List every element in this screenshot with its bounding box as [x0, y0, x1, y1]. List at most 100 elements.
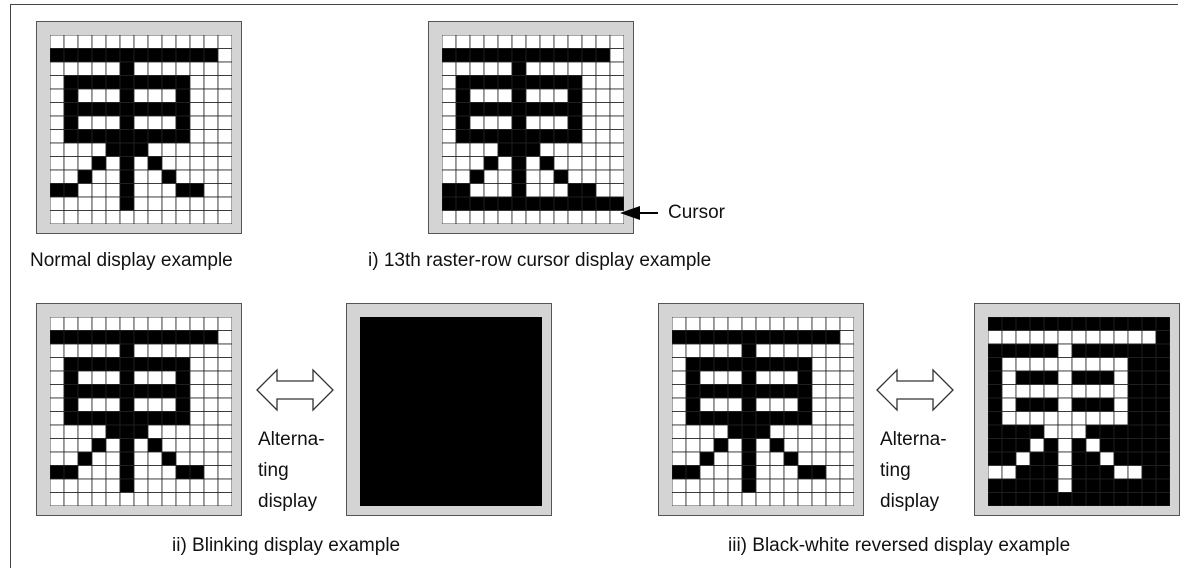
matrix-cell [741, 357, 757, 372]
matrix-cell [713, 397, 729, 412]
matrix-cell [189, 451, 205, 466]
matrix-cell [189, 156, 205, 171]
matrix-cell [553, 156, 569, 171]
matrix-cell [161, 438, 177, 453]
matrix-cell [483, 115, 499, 130]
matrix-cell [1043, 384, 1059, 399]
matrix-cell [609, 75, 624, 90]
matrix-cell [217, 102, 232, 117]
matrix-cell [63, 492, 79, 506]
matrix-cell [63, 424, 79, 439]
matrix-cell [699, 451, 715, 466]
matrix-cell [581, 183, 597, 198]
matrix-cell [1043, 370, 1059, 385]
matrix-cell [63, 102, 79, 117]
matrix-cell [217, 357, 232, 372]
matrix-cell [525, 169, 541, 184]
matrix-cell [175, 48, 191, 63]
matrix-cell [203, 478, 219, 493]
matrix-cell [727, 478, 743, 493]
matrix-cell [119, 75, 135, 90]
matrix-cell [91, 397, 107, 412]
matrix-cell [442, 210, 457, 224]
matrix-cell [699, 492, 715, 506]
matrix-cell [442, 88, 457, 103]
matrix-cell [1141, 465, 1157, 480]
matrix-cell [797, 465, 813, 480]
matrix-cell [769, 478, 785, 493]
matrix-cell [581, 115, 597, 130]
cursor-label: Cursor [668, 202, 726, 223]
matrix-cell [91, 156, 107, 171]
matrix-cell [189, 424, 205, 439]
matrix-cell [133, 115, 149, 130]
matrix-cell [727, 330, 743, 345]
matrix-cell [699, 343, 715, 358]
matrix-cell [727, 465, 743, 480]
matrix-cell [175, 330, 191, 345]
matrix-cell [769, 317, 785, 331]
matrix-cell [699, 330, 715, 345]
matrix-cell [1001, 384, 1017, 399]
matrix-cell [77, 102, 93, 117]
matrix-cell [175, 115, 191, 130]
matrix-cell [50, 48, 65, 63]
matrix-cell [497, 129, 513, 144]
matrix-cell [1155, 424, 1170, 439]
matrix-cell [1057, 357, 1073, 372]
matrix-cell [1141, 357, 1157, 372]
matrix-cell [161, 75, 177, 90]
matrix-cell [189, 397, 205, 412]
matrix-cell [1043, 478, 1059, 493]
matrix-cell [161, 397, 177, 412]
matrix-cell [797, 451, 813, 466]
matrix-cell [203, 451, 219, 466]
matrix-cell [189, 492, 205, 506]
matrix-cell [755, 451, 771, 466]
matrix-cell [553, 169, 569, 184]
matrix-cell [1071, 478, 1087, 493]
matrix-cell [553, 48, 569, 63]
matrix-cell [105, 317, 121, 331]
matrix-cell [91, 115, 107, 130]
matrix-cell [825, 478, 841, 493]
matrix-cell [203, 129, 219, 144]
matrix-cell [811, 370, 827, 385]
matrix-cell [525, 102, 541, 117]
matrix-cell [755, 438, 771, 453]
matrix-cell [511, 169, 527, 184]
matrix-cell [119, 465, 135, 480]
matrix-cell [1057, 451, 1073, 466]
matrix-cell [567, 102, 583, 117]
matrix-cell [713, 384, 729, 399]
matrix-cell [119, 61, 135, 76]
matrix-cell [1085, 384, 1101, 399]
matrix-cell [105, 492, 121, 506]
matrix-cell [811, 465, 827, 480]
matrix-cell [483, 129, 499, 144]
matrix-cell [713, 451, 729, 466]
matrix-cell [727, 397, 743, 412]
matrix-cell [63, 451, 79, 466]
matrix-cell [147, 317, 163, 331]
matrix-cell [1155, 397, 1170, 412]
matrix-cell [525, 210, 541, 224]
matrix-cell [609, 142, 624, 157]
normal-display-caption: Normal display example [30, 250, 233, 271]
matrix-cell [539, 61, 555, 76]
matrix-cell [567, 35, 583, 49]
matrix-cell [825, 357, 841, 372]
matrix-cell [567, 183, 583, 198]
matrix-cell [511, 183, 527, 198]
matrix-cell [797, 492, 813, 506]
matrix-cell [455, 169, 471, 184]
alternating-double-arrow-icon [876, 368, 954, 412]
matrix-cell [525, 75, 541, 90]
matrix-cell [469, 183, 485, 198]
matrix-cell [91, 317, 107, 331]
matrix-cell [581, 129, 597, 144]
reversed-normal-matrix [672, 317, 854, 506]
matrix-cell [1001, 478, 1017, 493]
matrix-cell [147, 424, 163, 439]
matrix-cell [1015, 370, 1031, 385]
